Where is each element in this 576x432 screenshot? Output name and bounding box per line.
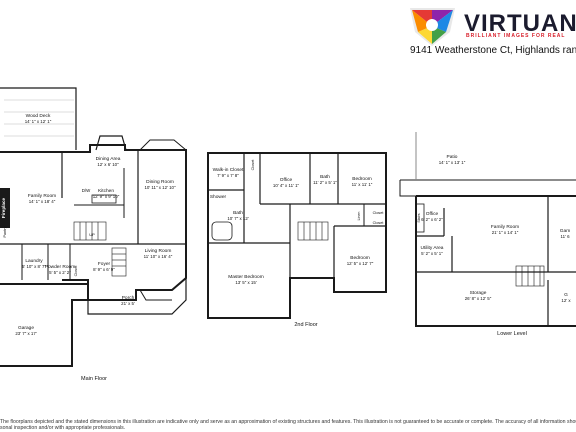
room-dims-dining-area: 12' x 6' 10" <box>97 162 119 167</box>
closet-label-main: Closet <box>74 265 78 277</box>
room-dims-foyer: 8' 9" x 6' 9" <box>93 267 115 272</box>
room-name-bedroom-2b: Bedroom <box>350 255 369 261</box>
room-dims-living-room: 11' 10" x 16' 4" <box>144 254 173 259</box>
multicolor-shield-logo <box>410 8 455 46</box>
room-name-office-l: Office <box>426 211 439 217</box>
disclaimer-line-2: sonal inspection and/or with appropriate… <box>0 425 126 431</box>
dw-label: D/W <box>82 188 91 193</box>
room-dims-kitchen: 12' 9" x 9' 10" <box>93 194 120 199</box>
room-dims-wood-deck: 14' 1" x 12' 1" <box>25 119 52 124</box>
room-dims-master-bedroom: 13' 5" x 15' <box>235 280 256 285</box>
closet-label-2a: Closet <box>251 159 255 171</box>
closet-label-2b: Closet <box>373 211 385 215</box>
room-dims-storage: 26' 8" x 12' 5" <box>465 296 492 301</box>
room-dims-game: 11' 6 <box>560 234 570 239</box>
floor-label-main: Main Floor <box>81 376 107 382</box>
floor-label-second: 2nd Floor <box>294 322 317 328</box>
room-dims-patio: 14' 1" x 13' 1" <box>439 160 466 165</box>
fireplace <box>0 188 10 228</box>
room-dims-bath-2b: 10' 7" x 12' <box>227 216 248 221</box>
room-name-porch: Porch <box>122 295 135 301</box>
room-name-bedroom-2a: Bedroom <box>352 176 371 182</box>
room-name-walk-in-closet: Walk-in Closet <box>213 167 244 173</box>
room-name-family-room-l: Family Room <box>491 224 519 230</box>
disclaimer: The floorplans depicted and the stated d… <box>0 419 576 431</box>
disclaimer-line-1: The floorplans depicted and the stated d… <box>0 419 576 425</box>
room-dims-bath-2a: 11' 2" x 5' 1" <box>313 180 337 185</box>
room-dims-office-l: 6' 2" x 6' 2" <box>421 217 443 222</box>
room-dims-dining-room: 10' 11" x 12' 10" <box>144 185 176 190</box>
room-dims-utility-area: 5' 2" x 5' 1" <box>421 251 443 256</box>
room-dims-bedroom-2a: 11' x 11' 1" <box>352 182 373 187</box>
room-name-powder-room: Powder Room <box>45 264 75 270</box>
room-name-dining-room: Dining Room <box>146 179 174 185</box>
property-address: 9141 Weatherstone Ct, Highlands ran <box>410 45 576 56</box>
room-name-office-2: Office <box>280 177 293 183</box>
room-dims-family-room: 14' 1" x 18' 4" <box>29 199 56 204</box>
room-name-garage: Garage <box>18 325 34 331</box>
up-label: UP <box>89 232 95 237</box>
room-name-family-room: Family Room <box>28 193 56 199</box>
room-name-patio: Patio <box>447 154 458 160</box>
main-floor-plan <box>0 87 187 367</box>
room-name-dining-area: Dining Area <box>96 156 121 162</box>
room-name-living-room: Living Room <box>145 248 172 254</box>
room-name-wood-deck: Wood Deck <box>26 113 51 119</box>
company-tagline: BRILLIANT IMAGES FOR REAL <box>466 33 566 39</box>
pantry-label: Pantry <box>3 226 7 237</box>
fireplace-label: Fireplace <box>1 197 6 218</box>
stairs-label: Stairs <box>417 213 421 222</box>
closet-label-2c: Closet <box>373 221 385 225</box>
room-dims-porch: 21' x 5' <box>121 301 135 306</box>
room-name-g-room: G <box>564 292 568 298</box>
room-dims-office-2: 10' 4" x 11' 1" <box>273 183 300 188</box>
company-name: VIRTUANC <box>464 10 576 37</box>
linen-label: Linen <box>357 212 361 221</box>
room-dims-walk-in-closet: 7' 9" x 7' 8" <box>217 173 239 178</box>
room-dims-garage: 23' 7" x 17' <box>15 331 36 336</box>
room-name-game: Gam <box>560 228 570 234</box>
floor-label-lower: Lower Level <box>497 331 527 337</box>
room-name-utility-area: Utility Area <box>421 245 444 251</box>
room-name-foyer: Foyer <box>98 261 111 267</box>
room-dims-family-room-l: 21' 1" x 14' 1" <box>492 230 519 235</box>
room-name-master-bedroom: Master Bedroom <box>228 274 263 280</box>
lower-level-plan <box>399 132 576 327</box>
room-dims-g-room: 12' x <box>561 298 571 303</box>
room-name-bath-2a: Bath <box>320 174 330 180</box>
second-floor-plan <box>207 152 387 319</box>
room-name-bath-2b: Bath <box>233 210 243 216</box>
room-dims-laundry: 5' 10" x 8' 7" <box>22 264 47 269</box>
room-name-laundry: Laundry <box>25 258 43 264</box>
room-dims-bedroom-2b: 12' 5" x 12' 7" <box>347 261 374 266</box>
room-name-storage: Storage <box>470 290 487 296</box>
room-name-kitchen: Kitchen <box>98 188 114 194</box>
room-name-shower: Shower <box>210 194 227 200</box>
room-dims-powder-room: 5' 5" x 2' 2" <box>49 270 71 275</box>
